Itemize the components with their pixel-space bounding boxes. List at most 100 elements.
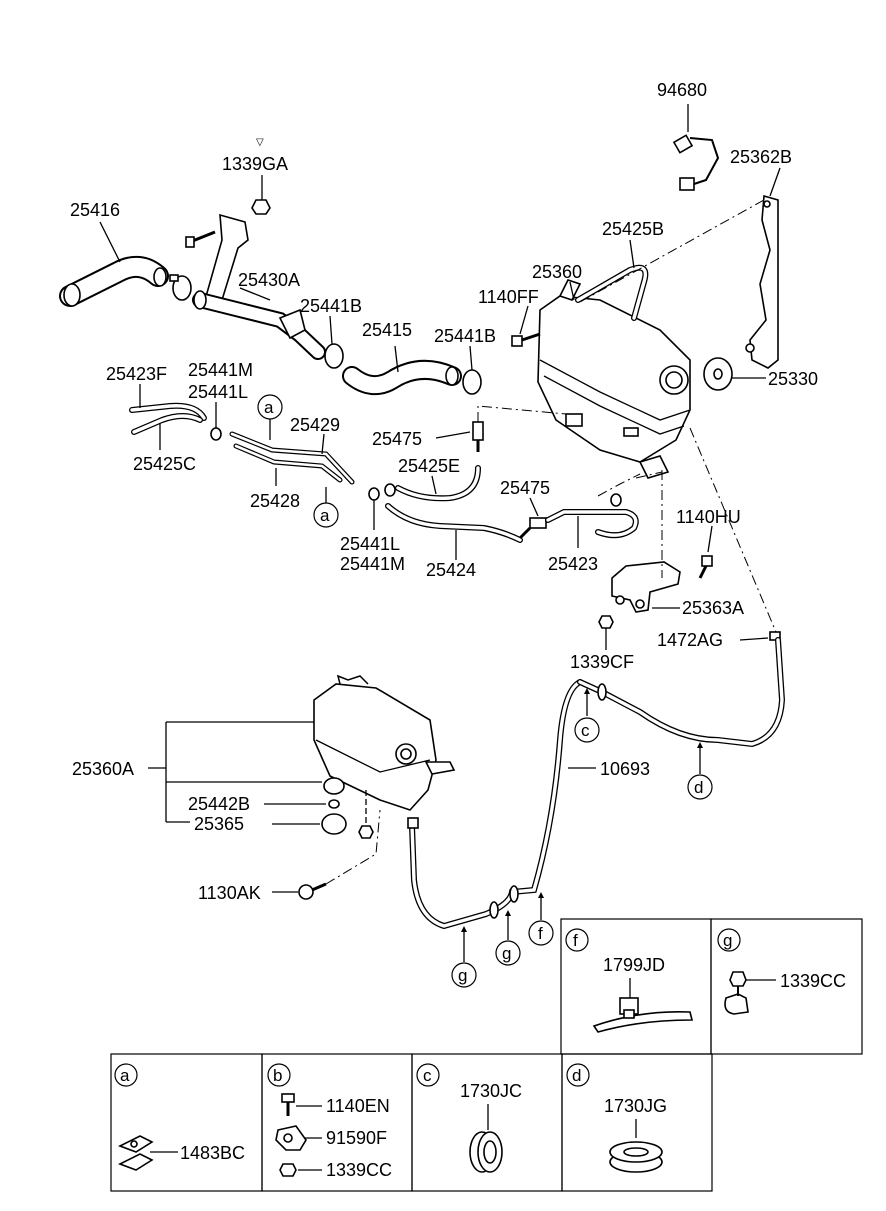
callout-25362B: 25362B	[730, 147, 792, 167]
callout-25423: 25423	[548, 554, 598, 574]
ref-a-1: a	[264, 398, 274, 417]
callout-25360A: 25360A	[72, 759, 134, 779]
clip-1339CC	[724, 971, 749, 1015]
bolt-1130AK	[298, 882, 327, 900]
detail-g-part: 1339CC	[780, 971, 846, 991]
detail-b-part-2: 91590F	[326, 1128, 387, 1148]
callout-25475-1: 25475	[372, 429, 422, 449]
detail-b-part-3: 1339CC	[326, 1160, 392, 1180]
detail-b-letter: b	[273, 1066, 282, 1085]
bracket-25363A	[611, 561, 681, 613]
sensor-94680	[672, 134, 720, 191]
callout-25365: 25365	[194, 814, 244, 834]
hose-25425E	[395, 465, 481, 502]
callout-94680: 94680	[657, 80, 707, 100]
callout-25441L-2: 25441L	[340, 534, 400, 554]
nut-1339GA	[251, 199, 271, 215]
callout-25442B: 25442B	[188, 794, 250, 814]
ref-g-1: g	[502, 944, 511, 963]
hose-10693	[489, 637, 786, 919]
detail-a-part: 1483BC	[180, 1143, 245, 1163]
hose-25423	[545, 509, 639, 539]
detail-box-d	[561, 1053, 713, 1192]
ref-f: f	[538, 924, 543, 943]
radiator-hose-25416	[59, 255, 169, 307]
callout-1339GA: 1339GA	[222, 154, 288, 174]
callout-25441B-1: 25441B	[300, 296, 362, 316]
bracket-91590F	[275, 1125, 307, 1151]
hose-25424	[385, 503, 523, 543]
hose-25423F	[129, 402, 207, 421]
clamp-25441M	[210, 427, 222, 441]
clamp	[610, 493, 622, 507]
pipe-25428	[233, 443, 343, 483]
title-mark: ▽	[256, 137, 264, 148]
detail-c-letter: c	[423, 1066, 432, 1085]
cap-25330	[703, 357, 733, 391]
reservoir-tank-25360	[537, 279, 691, 479]
cap-25365	[321, 813, 347, 835]
ref-d: d	[694, 778, 703, 797]
detail-f-part: 1799JD	[603, 955, 665, 975]
detail-f-letter: f	[573, 931, 578, 950]
clamp-25441B	[324, 343, 344, 369]
bolt-1140HU	[698, 555, 713, 579]
nut	[358, 825, 374, 839]
detail-g-letter: g	[723, 931, 732, 950]
grommet-1730JG	[609, 1141, 663, 1173]
callout-25441L-1: 25441L	[188, 382, 248, 402]
callout-25363A: 25363A	[682, 598, 744, 618]
clamp	[169, 274, 192, 301]
clip-1483BC	[118, 1135, 154, 1171]
detail-box-f	[560, 918, 712, 1055]
callout-25424: 25424	[426, 560, 476, 580]
ref-c: c	[581, 721, 590, 740]
tie-clip-1799JD	[592, 997, 694, 1033]
nut-1339CF	[598, 615, 614, 629]
ref-g-2: g	[458, 966, 467, 985]
valve-25475	[472, 421, 484, 452]
reservoir-cap	[323, 777, 345, 795]
pipe-25429	[229, 431, 355, 485]
callout-25330: 25330	[768, 369, 818, 389]
callout-1140FF: 1140FF	[478, 287, 539, 307]
clamp-25441L	[368, 483, 396, 501]
callout-25441M-2: 25441M	[340, 554, 405, 574]
callout-1339CF: 1339CF	[570, 652, 634, 672]
pipe-bracket-25430A	[192, 213, 326, 360]
callout-25441M-1: 25441M	[188, 360, 253, 380]
detail-c-part: 1730JC	[460, 1081, 522, 1101]
callout-25415: 25415	[362, 320, 412, 340]
callout-1130AK: 1130AK	[198, 883, 261, 903]
bolt-1140FF	[511, 332, 541, 347]
callout-25425C: 25425C	[133, 454, 196, 474]
hose-25415	[342, 359, 462, 396]
reservoir-25360A	[313, 674, 456, 811]
callout-10693: 10693	[600, 759, 650, 779]
detail-d-letter: d	[572, 1066, 581, 1085]
callout-25441B-2: 25441B	[434, 326, 496, 346]
detail-a-letter: a	[120, 1066, 130, 1085]
washer-25442B	[328, 799, 340, 809]
nut-1339CC	[279, 1163, 297, 1177]
callout-25425E: 25425E	[398, 456, 460, 476]
callout-1140HU: 1140HU	[676, 507, 741, 527]
ref-a-2: a	[320, 506, 330, 525]
detail-d-part: 1730JG	[604, 1096, 667, 1116]
callout-25429: 25429	[290, 415, 340, 435]
hose-25425B	[575, 264, 649, 321]
bracket-25362B	[745, 194, 779, 369]
callout-25475-2: 25475	[500, 478, 550, 498]
bolt-1140EN	[281, 1093, 295, 1116]
detail-box-a	[110, 1053, 263, 1192]
callout-25416: 25416	[70, 200, 120, 220]
callout-25425B: 25425B	[602, 219, 664, 239]
callout-25428: 25428	[250, 491, 300, 511]
clamp-25441B-2	[462, 369, 482, 395]
detail-box-g	[710, 918, 863, 1055]
callout-25423F: 25423F	[106, 364, 167, 384]
callout-25430A: 25430A	[238, 270, 300, 290]
grommet-1730JC	[469, 1131, 503, 1173]
callout-25360: 25360	[532, 262, 582, 282]
